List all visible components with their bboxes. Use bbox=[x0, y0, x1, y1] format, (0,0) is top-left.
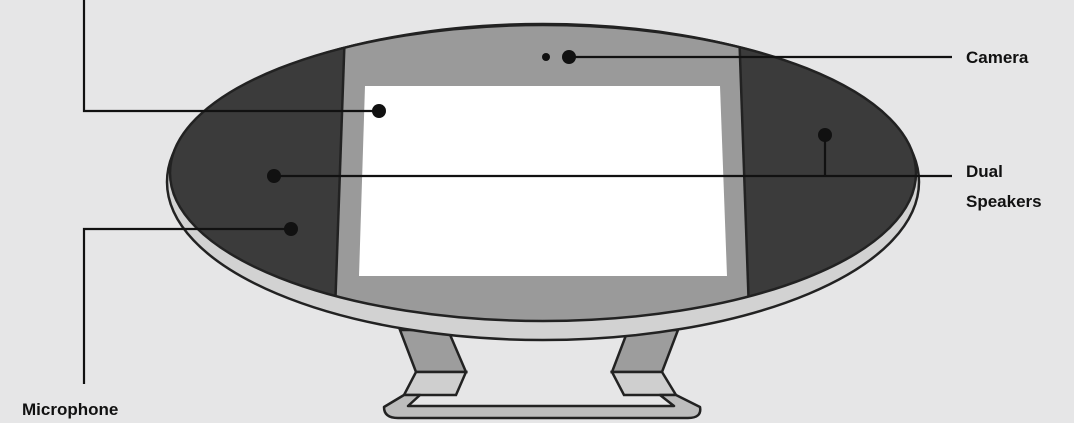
speakers-label-line1: Dual bbox=[966, 162, 1003, 181]
speakers-label-line2: Speakers bbox=[966, 192, 1042, 211]
microphone-label: Microphone bbox=[22, 400, 118, 419]
speaker-right-callout-dot bbox=[818, 128, 832, 142]
right-speaker-panel bbox=[738, 25, 916, 321]
microphone-callout-dot bbox=[284, 222, 298, 236]
camera-sensor-dot bbox=[542, 53, 550, 61]
left-speaker-panel bbox=[170, 25, 346, 321]
screen-callout-line bbox=[82, 0, 377, 113]
stand bbox=[382, 328, 702, 420]
camera-label: Camera bbox=[966, 48, 1029, 67]
stand-base bbox=[382, 393, 702, 420]
callout-dots bbox=[267, 50, 832, 236]
speaker-left-callout-dot bbox=[267, 169, 281, 183]
screen bbox=[359, 86, 727, 276]
microphone-callout-line bbox=[82, 227, 291, 384]
camera-callout-dot bbox=[562, 50, 576, 64]
screen-callout-dot bbox=[372, 104, 386, 118]
callout-lines bbox=[82, 0, 952, 384]
